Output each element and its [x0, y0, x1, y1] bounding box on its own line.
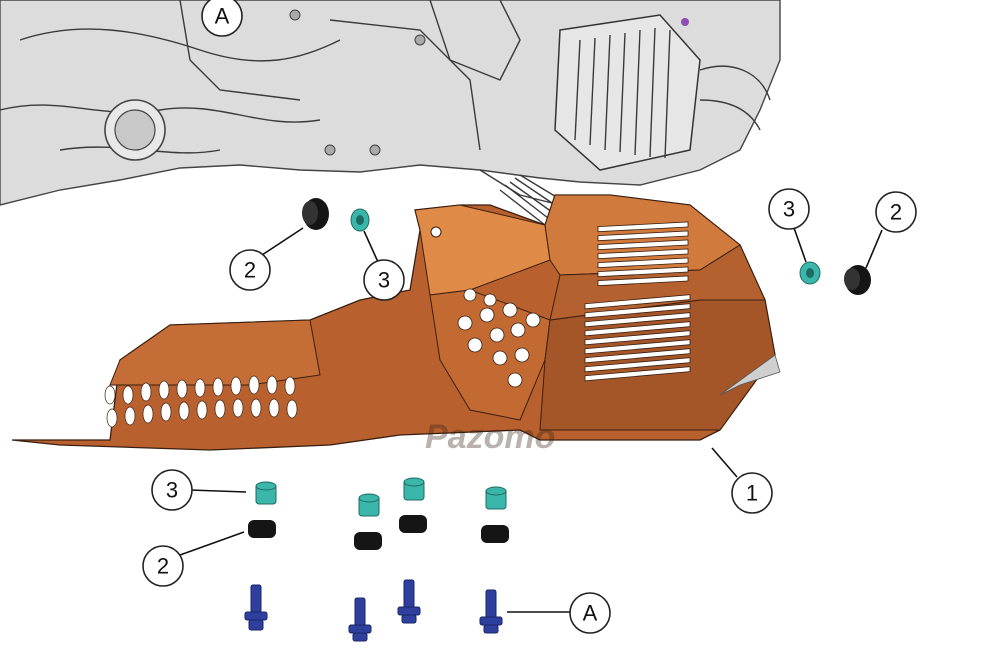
leader-lines — [179, 224, 883, 613]
regulator-block — [554, 14, 701, 171]
callout-cushion-left: 2 — [229, 249, 271, 291]
collar-left-top — [350, 208, 370, 232]
svg-text:3: 3 — [378, 268, 390, 293]
callout-bolt-ref: A — [569, 592, 611, 634]
svg-text:1: 1 — [746, 481, 758, 506]
engine-assembly — [0, 0, 781, 226]
svg-text:A: A — [215, 4, 230, 29]
svg-text:3: 3 — [783, 197, 795, 222]
callout-engine-ref-top: A — [201, 0, 243, 37]
svg-text:2: 2 — [157, 554, 169, 579]
bolts — [244, 579, 503, 642]
skid-plate: Pazomo — [11, 194, 781, 456]
svg-text:3: 3 — [166, 478, 178, 503]
collars-bottom — [255, 477, 507, 517]
cushions-bottom — [248, 515, 509, 550]
callout-cushion-right: 2 — [875, 191, 917, 233]
svg-text:A: A — [583, 601, 598, 626]
callout-collar-bottom: 3 — [151, 469, 193, 511]
svg-text:2: 2 — [890, 200, 902, 225]
cushion-right-top — [844, 265, 871, 295]
callout-skid-plate: 1 — [731, 472, 773, 514]
cushion-left-top — [302, 198, 329, 230]
callout-collar-left: 3 — [363, 259, 405, 301]
callout-cushion-bottom: 2 — [142, 545, 184, 587]
watermark-text: Pazomo — [425, 418, 555, 456]
collar-right-top — [799, 261, 821, 285]
callout-collar-right: 3 — [768, 188, 810, 230]
svg-text:2: 2 — [244, 258, 256, 283]
